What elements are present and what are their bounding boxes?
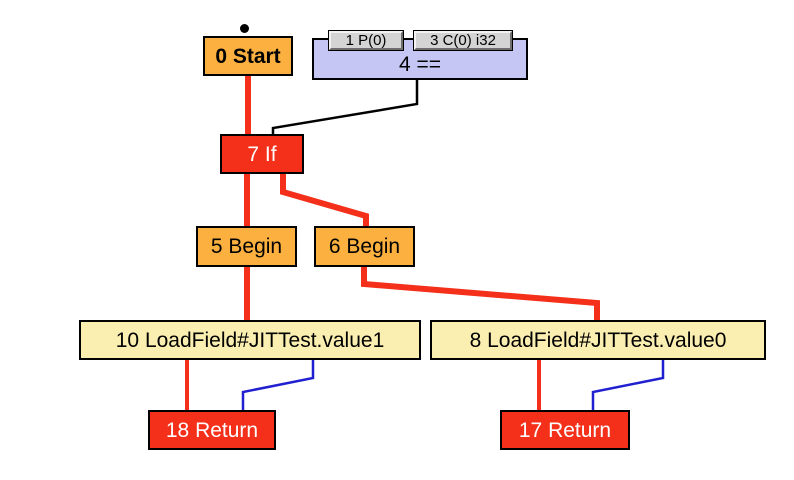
node-if-label: 7 If — [247, 142, 277, 166]
node-loadfield-8-label: 8 LoadField#JITTest.value0 — [469, 328, 727, 352]
node-return-18-label: 18 Return — [165, 418, 259, 442]
node-begin-6[interactable]: 6 Begin — [314, 226, 415, 267]
node-start[interactable]: 0 Start — [203, 36, 293, 76]
port-1-p0[interactable]: 1 P(0) — [328, 30, 404, 51]
edge-compare-to-if — [271, 80, 419, 134]
port-1-p0-label: 1 P(0) — [345, 32, 387, 49]
node-return-17[interactable]: 17 Return — [500, 410, 630, 450]
port-3-c0-i32-label: 3 C(0) i32 — [430, 32, 496, 49]
node-compare-label: 4 == — [398, 53, 442, 76]
node-begin-6-label: 6 Begin — [328, 235, 401, 258]
node-begin-5[interactable]: 5 Begin — [196, 226, 297, 267]
port-3-c0-i32[interactable]: 3 C(0) i32 — [413, 30, 513, 51]
node-loadfield-10[interactable]: 10 LoadField#JITTest.value1 — [79, 320, 421, 360]
node-start-label: 0 Start — [215, 44, 281, 68]
edge-begin6-to-loadfield8 — [361, 267, 600, 320]
edge-loadfield10-to-return18-data — [241, 360, 315, 410]
edge-loadfield8-to-return17-data — [591, 360, 665, 410]
edge-if-to-begin6 — [280, 174, 369, 226]
misc-edges — [271, 80, 419, 134]
data-edges — [241, 360, 665, 410]
node-begin-5-label: 5 Begin — [210, 235, 283, 258]
node-loadfield-10-label: 10 LoadField#JITTest.value1 — [115, 328, 385, 352]
node-loadfield-8[interactable]: 8 LoadField#JITTest.value0 — [430, 320, 766, 360]
node-return-18[interactable]: 18 Return — [148, 410, 276, 450]
start-anchor-dot — [240, 24, 249, 33]
node-return-17-label: 17 Return — [518, 418, 612, 442]
node-if[interactable]: 7 If — [220, 134, 304, 174]
